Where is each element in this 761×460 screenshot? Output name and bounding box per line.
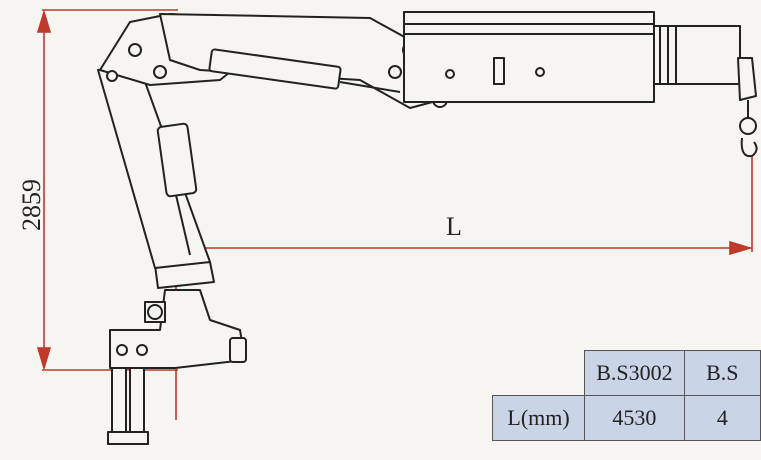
- table-row: L(mm) 4530 4: [491, 395, 761, 441]
- height-dimension-label: 2859: [17, 179, 46, 231]
- table-cell: 4: [683, 395, 761, 441]
- crane-base: [109, 289, 246, 369]
- column-header: B.S: [683, 350, 761, 396]
- lift-cylinder: [156, 122, 198, 198]
- boom-cylinder: [208, 48, 342, 90]
- table-cell: 4530: [584, 395, 685, 441]
- column-header: B.S3002: [584, 350, 685, 396]
- spec-table: B.S3002 B.S L(mm) 4530 4: [491, 350, 761, 441]
- hook-icon: [739, 117, 757, 135]
- table-header-row: B.S3002 B.S: [493, 350, 761, 396]
- telescopic-extension: [403, 11, 655, 103]
- crane-linework: [97, 11, 758, 445]
- outrigger-leg: [111, 359, 127, 441]
- outrigger-leg: [129, 359, 145, 441]
- height-dimension: [36, 9, 178, 371]
- boom-tip: [737, 57, 757, 101]
- length-dimension-label: L: [446, 212, 462, 241]
- row-label: L(mm): [491, 395, 586, 441]
